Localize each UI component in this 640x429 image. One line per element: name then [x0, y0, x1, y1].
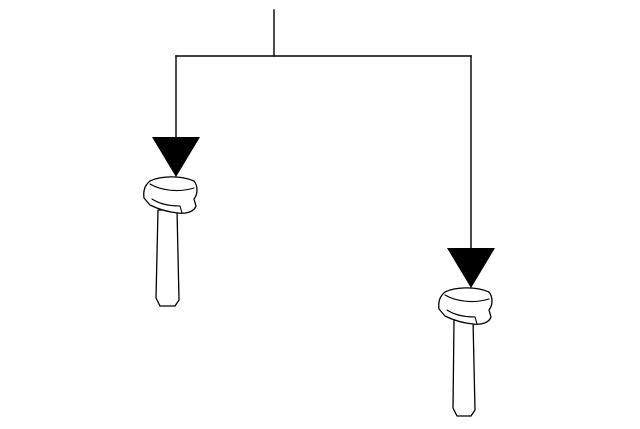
bolt-right-head-edge	[444, 294, 490, 303]
callout-leader	[175, 9, 472, 249]
bolt-left-head-notch	[179, 205, 183, 214]
bolt-right-head	[438, 287, 493, 325]
bolt-right-head-notch	[474, 316, 478, 325]
arrowhead-right	[447, 248, 495, 288]
bolt-right-head-facet	[446, 309, 476, 318]
bolt-left-head-facet	[151, 198, 181, 207]
arrowhead-left	[152, 137, 200, 177]
bolt-right	[438, 287, 493, 417]
bolt-left-head	[143, 176, 198, 214]
bolt-left	[143, 176, 198, 307]
bolt-left-shank	[155, 209, 180, 307]
bolt-right-shank	[452, 319, 476, 417]
bolt-left-head-edge	[149, 183, 195, 192]
